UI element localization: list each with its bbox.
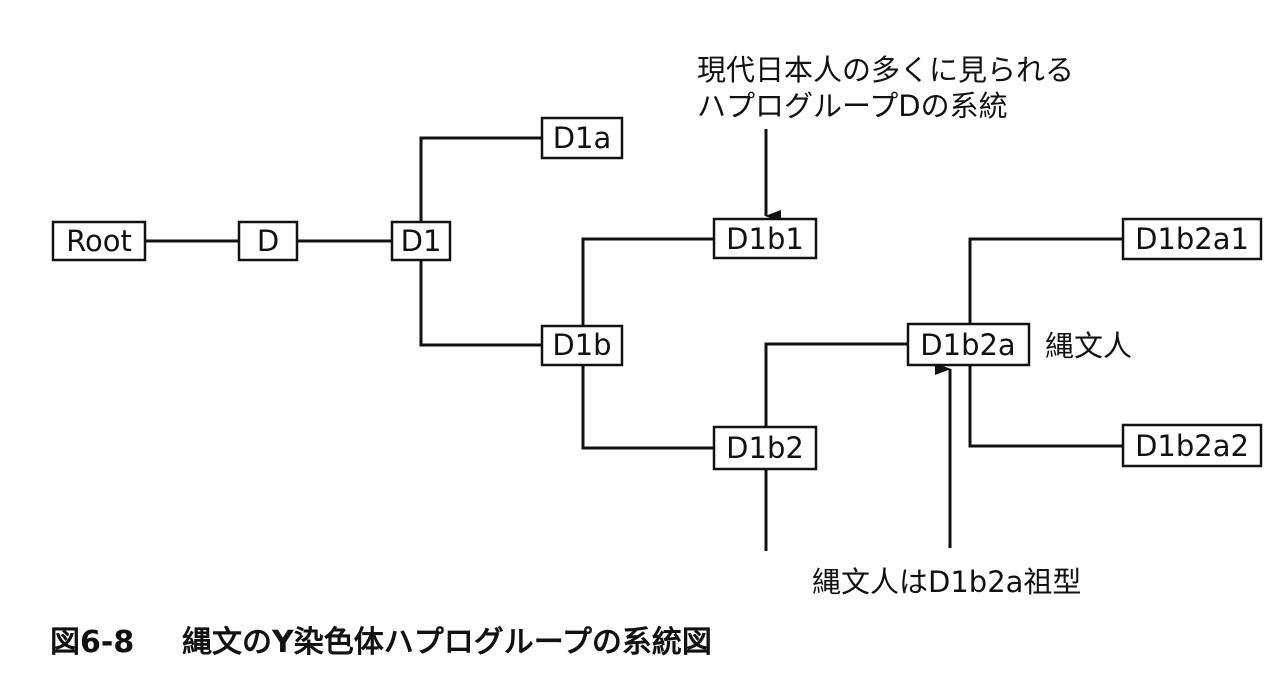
node-d1b: D1b xyxy=(540,324,624,367)
edge-d1b-d1b2 xyxy=(581,364,714,450)
figure-title: 縄文のY染色体ハプログループの系統図 xyxy=(182,625,712,660)
node-d-label: D xyxy=(257,224,279,258)
node-d1b2a1-label: D1b2a1 xyxy=(1135,222,1249,256)
edge-d1-d1a xyxy=(419,136,542,224)
figure-caption: 図6-8 縄文のY染色体ハプログループの系統図 xyxy=(50,617,712,661)
tree-connectors xyxy=(145,136,1123,551)
edge-d1-d1b xyxy=(419,259,542,347)
node-d1a: D1a xyxy=(540,116,624,160)
edge-d1b2a-d1b2a1 xyxy=(968,237,1123,325)
node-d1b2a: D1b2a xyxy=(906,322,1031,367)
node-root: Root xyxy=(51,220,147,262)
edge-d1b2a-d1b2a2 xyxy=(968,364,1123,448)
annotation-bottom-note: 縄文人はD1b2a祖型 xyxy=(812,565,1081,599)
node-d1a-label: D1a xyxy=(553,121,612,155)
node-d1b2a2-label: D1b2a2 xyxy=(1135,429,1249,463)
node-root-label: Root xyxy=(66,224,132,258)
annotation-top-line1: 現代日本人の多くに見られる xyxy=(697,53,1074,87)
node-d1b2a1: D1b2a1 xyxy=(1121,217,1263,261)
node-d1b2-label: D1b2 xyxy=(726,431,804,465)
node-d: D xyxy=(237,220,299,262)
node-d1b2a-label: D1b2a xyxy=(920,328,1015,362)
node-d1b1-label: D1b1 xyxy=(726,222,804,256)
edge-d1b-d1b1 xyxy=(581,237,714,327)
node-d1b2: D1b2 xyxy=(712,425,818,471)
figure-number: 図6-8 xyxy=(50,625,135,660)
node-d1-label: D1 xyxy=(401,224,442,258)
node-d1b-label: D1b xyxy=(552,328,611,362)
edge-d1b2-d1b2a xyxy=(764,342,908,427)
node-d1b2a2: D1b2a2 xyxy=(1121,423,1263,468)
node-d1b1: D1b1 xyxy=(712,217,818,260)
node-d1: D1 xyxy=(390,220,452,262)
annotation-top-line2: ハプログループDの系統 xyxy=(697,89,1008,123)
annotation-jomon-label: 縄文人 xyxy=(1045,329,1132,363)
